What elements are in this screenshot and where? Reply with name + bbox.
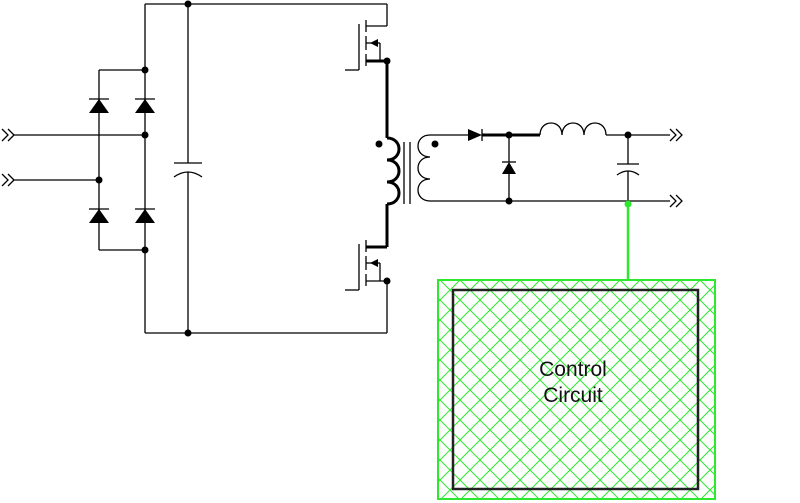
bridge-rectifier <box>89 66 155 254</box>
output-inductor <box>539 122 607 136</box>
output-capacitor <box>616 135 640 201</box>
control-circuit-label-line1: Control <box>539 358 607 381</box>
bridge-diode-2 <box>135 98 155 113</box>
dc-output-terminal-2 <box>669 194 683 208</box>
control-circuit-block: Control Circuit <box>437 279 716 500</box>
bridge-diode-3 <box>89 208 109 223</box>
low-side-mosfet <box>345 240 391 333</box>
rectifier-diode <box>468 129 483 141</box>
freewheel-diode <box>502 135 516 201</box>
transformer <box>375 134 439 206</box>
secondary-circuit <box>430 122 670 205</box>
dc-bus <box>144 0 387 337</box>
control-circuit-label-line2: Circuit <box>543 384 603 407</box>
bulk-capacitor <box>173 4 203 333</box>
dc-output-terminal-1 <box>669 128 683 142</box>
bridge-diode-4 <box>135 208 155 223</box>
bridge-diode-1 <box>89 98 109 113</box>
ac-input-terminal-1 <box>1 128 145 142</box>
ac-input-terminal-2 <box>1 173 99 187</box>
feedback-connection <box>624 200 632 280</box>
high-side-mosfet <box>345 4 391 71</box>
